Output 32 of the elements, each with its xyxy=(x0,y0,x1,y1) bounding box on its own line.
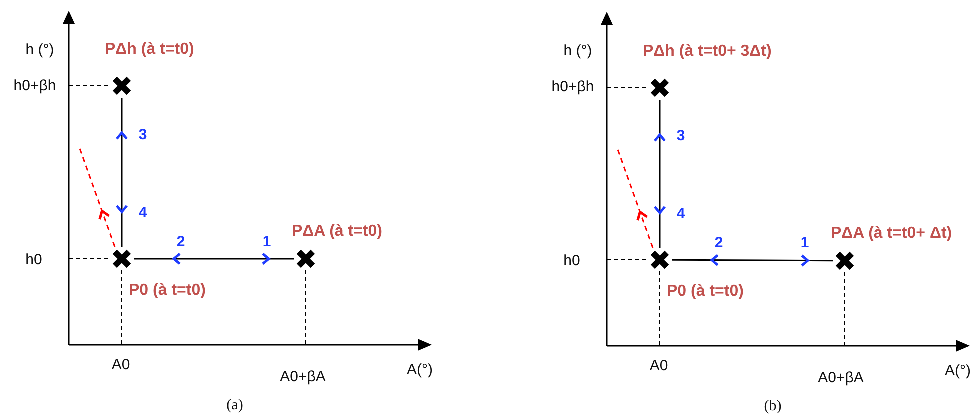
arrow xyxy=(654,100,666,248)
point-label: P0 (à t=t0) xyxy=(667,283,744,301)
axis-label: A(°) xyxy=(407,362,433,378)
step-number: 2 xyxy=(714,234,724,252)
step-number: 4 xyxy=(676,206,686,222)
point-label: P0 (à t=t0) xyxy=(129,282,206,300)
axis-label: A(°) xyxy=(945,362,971,380)
arrow xyxy=(672,254,833,268)
point-label: PΔh (à t=t0+ 3Δt) xyxy=(643,43,772,61)
step-number: 3 xyxy=(138,126,148,144)
step-number: 2 xyxy=(176,234,186,250)
step-number: 4 xyxy=(138,204,148,222)
axis-label: A0+βA xyxy=(280,368,326,386)
point-label: PΔA (à t=t0) xyxy=(292,223,382,241)
panel-caption: (b) xyxy=(764,398,782,416)
axis-label: A0 xyxy=(112,356,130,374)
axis-label: h (°) xyxy=(564,42,592,60)
arrow xyxy=(134,252,294,266)
point-label: PΔA (à t=t0+ Δt) xyxy=(831,225,952,243)
axis-label: h0 xyxy=(26,252,42,268)
panel-caption: (a) xyxy=(226,398,244,414)
axis-label: h (°) xyxy=(26,42,54,58)
axis-label: h0+βh xyxy=(552,78,594,96)
axis-label: A0 xyxy=(650,358,668,374)
step-number: 1 xyxy=(800,234,810,252)
axis-label: h0+βh xyxy=(14,78,56,94)
step-number: 1 xyxy=(262,234,272,250)
point-label: PΔh (à t=t0) xyxy=(105,41,194,59)
axis-label: h0 xyxy=(564,252,580,270)
axis-label: A0+βA xyxy=(818,370,864,386)
arrow xyxy=(116,98,128,247)
step-number: 3 xyxy=(676,128,686,144)
